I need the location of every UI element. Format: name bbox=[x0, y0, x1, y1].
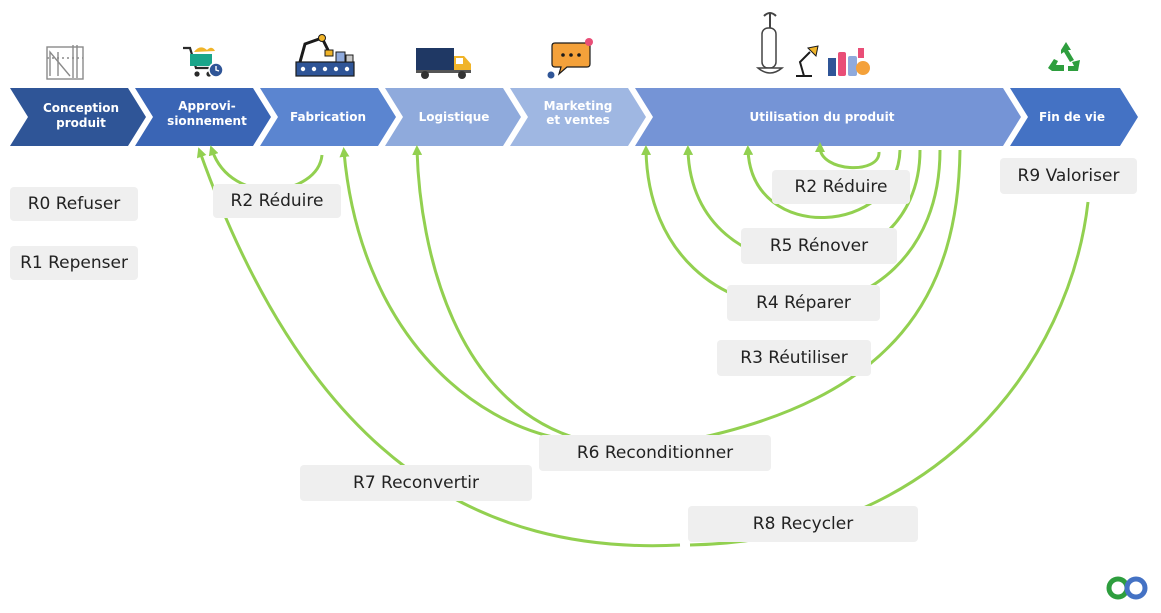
stage-label: Fin de vie bbox=[1039, 110, 1105, 124]
strategy-r4-reparer: R4 Réparer bbox=[727, 285, 880, 321]
strategy-r3-reutiliser: R3 Réutiliser bbox=[717, 340, 871, 376]
strategy-r1-repenser: R1 Repenser bbox=[10, 246, 138, 280]
arrow-r6-utilisation bbox=[679, 149, 962, 444]
vacuum-lamp-products-icon bbox=[755, 12, 870, 77]
strategy-r7-reconvertir: R7 Reconvertir bbox=[300, 465, 532, 501]
value-chain-chevrons bbox=[10, 88, 1138, 146]
chevron-fin-de-vie bbox=[1010, 88, 1138, 146]
robot-arm-factory-icon bbox=[295, 34, 355, 77]
strategy-r2-reduire-utilisation: R2 Réduire bbox=[772, 170, 910, 204]
strategy-r2-reduire-fabrication: R2 Réduire bbox=[213, 184, 341, 218]
chevron-approvisionnement bbox=[135, 88, 271, 146]
infinity-logo-icon bbox=[1106, 576, 1148, 600]
chat-bubble-icon bbox=[547, 38, 593, 79]
chevron-utilisation bbox=[635, 88, 1021, 146]
strategy-r0-refuser: R0 Refuser bbox=[10, 187, 138, 221]
chevron-fabrication bbox=[260, 88, 396, 146]
arrow-r2-use bbox=[815, 142, 881, 170]
strategy-r9-valoriser: R9 Valoriser bbox=[1000, 158, 1137, 194]
delivery-truck-icon bbox=[416, 48, 471, 79]
strategy-r8-recycler: R8 Recycler bbox=[688, 506, 918, 542]
arrow-r6-logistique bbox=[412, 145, 583, 442]
shopping-cart-clock-icon bbox=[183, 46, 224, 78]
stage-label: Utilisation du produit bbox=[750, 110, 895, 124]
chevron-conception bbox=[10, 88, 146, 146]
stage-label: Approvi-sionnement bbox=[167, 99, 247, 128]
arrow-r6-fabrication bbox=[339, 147, 569, 442]
strategy-r5-renover: R5 Rénover bbox=[741, 228, 897, 264]
chevron-marketing bbox=[510, 88, 646, 146]
stage-label: Logistique bbox=[419, 110, 490, 124]
ruler-triangle-icon bbox=[46, 45, 84, 80]
stage-label: Fabrication bbox=[290, 110, 366, 124]
recycle-icon bbox=[1048, 42, 1080, 71]
chevron-logistique bbox=[385, 88, 521, 146]
strategy-r6-reconditionner: R6 Reconditionner bbox=[539, 435, 771, 471]
